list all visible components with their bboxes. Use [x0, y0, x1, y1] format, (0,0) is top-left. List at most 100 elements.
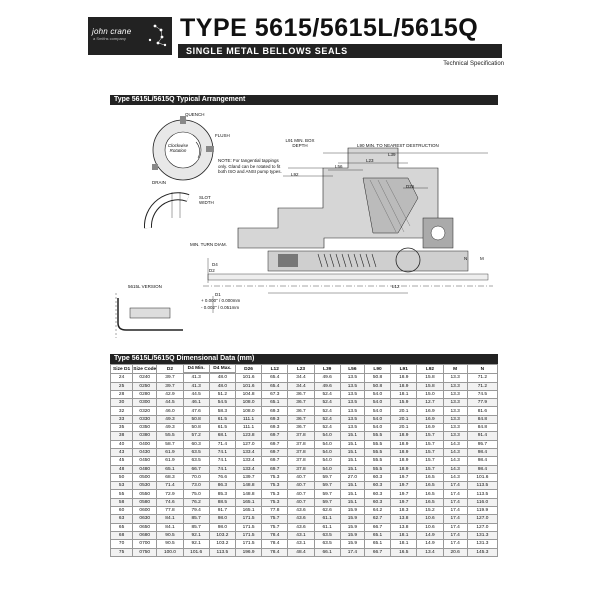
table-cell: 48.0 [208, 381, 236, 391]
table-cell: 98.4 [466, 447, 499, 458]
table-cell: 65.1 [363, 530, 392, 541]
table-cell: 33 [109, 414, 134, 425]
table-cell: 65.4 [261, 373, 289, 383]
table-cell: 43.1 [287, 530, 315, 541]
table-cell: 14.3 [442, 456, 468, 466]
table-cell: 17.4 [442, 506, 468, 516]
table-cell: 50 [109, 472, 134, 483]
table-cell: 75.0 [182, 489, 210, 499]
table-cell: 43.6 [287, 514, 315, 524]
table-cell: 36.7 [287, 389, 315, 400]
table-cell: 77.9 [466, 398, 499, 408]
table-cell: 15.7 [416, 439, 444, 449]
table-cell: 92.1 [182, 530, 210, 541]
table-cell: 49.3 [156, 414, 184, 425]
table-cell: 14.3 [442, 447, 468, 458]
table-cell: 75.3 [261, 497, 289, 508]
table-cell: 14.3 [442, 464, 468, 474]
subtitle-bar [178, 44, 502, 58]
table-cell: 76.6 [208, 472, 236, 483]
table-cell: 46.0 [156, 406, 184, 416]
table-cell: 171.5 [234, 539, 263, 549]
table-cell: 41.3 [182, 373, 210, 383]
table-cell: 13.5 [339, 373, 365, 383]
table-cell: 69.7 [261, 431, 289, 441]
table-cell: 14.9 [416, 530, 444, 541]
table-cell: 58 [109, 497, 134, 508]
table-cell: 40.7 [287, 497, 315, 508]
table-cell: 0550 [132, 489, 158, 499]
table-cell: 62.7 [363, 514, 392, 524]
table-cell: 75.3 [261, 489, 289, 499]
table-cell: 18.9 [390, 456, 418, 466]
table-cell: 13.8 [390, 522, 418, 532]
table-cell: 75.3 [261, 472, 289, 483]
min-turn-diam-label: MIN. TURN DIAM. [190, 242, 227, 247]
seal-cross-section [203, 147, 493, 287]
table-cell: 0500 [132, 472, 158, 483]
table-cell: 43.6 [287, 522, 315, 532]
table-cell: 48.0 [208, 373, 236, 383]
table-cell: 13.3 [442, 414, 468, 425]
col-d4-max: D4 Max. [208, 363, 236, 374]
table-cell: 43.1 [287, 539, 315, 549]
table-cell: 148.8 [234, 481, 263, 491]
table-cell: 15.9 [339, 530, 365, 541]
rotation-label: Clockwise Rotation [167, 143, 189, 153]
table-cell: 98.4 [466, 456, 499, 466]
table-cell: 18.9 [390, 439, 418, 449]
table-cell: 36.7 [287, 406, 315, 416]
table-cell: 55.5 [363, 456, 392, 466]
table-cell: 10.6 [416, 522, 444, 532]
table-cell: 171.5 [234, 522, 263, 532]
table-cell: 17.4 [442, 539, 468, 549]
table-cell: 32 [109, 406, 134, 416]
table-cell: 15.7 [416, 456, 444, 466]
table-cell: 50.8 [363, 381, 392, 391]
table-cell: 13.8 [390, 514, 418, 524]
table-cell: 90.5 [156, 530, 184, 541]
table-cell: 17.4 [442, 530, 468, 541]
gland-end-view [152, 116, 214, 181]
table-cell: 51.2 [208, 389, 236, 400]
table-cell: 16.5 [416, 481, 444, 491]
table-cell: 0280 [132, 389, 158, 400]
brand-logo [88, 17, 172, 55]
table-cell: 55.5 [363, 439, 392, 449]
table-cell: 13.3 [442, 398, 468, 408]
l90-label: L90 MIN. TO NEAREST DESTRUCTION [357, 143, 439, 148]
table-cell: 57.2 [182, 431, 210, 441]
table-cell: 28 [109, 389, 134, 400]
table-cell: 13.3 [442, 389, 468, 400]
table-cell: 24 [109, 373, 134, 383]
table-cell: 65 [109, 522, 134, 532]
table-cell: 54.0 [363, 423, 392, 433]
table-cell: 61.9 [156, 447, 184, 458]
table-cell: 55 [109, 489, 134, 499]
table-cell: 54.0 [313, 439, 341, 449]
table-cell: 91.4 [466, 431, 499, 441]
table-cell: 0450 [132, 456, 158, 466]
table-cell: 0350 [132, 423, 158, 433]
table-cell: 19.7 [390, 497, 418, 508]
table-cell: 133.4 [234, 447, 263, 458]
table-cell: 131.3 [466, 530, 499, 541]
table-cell: 66.7 [363, 547, 392, 557]
table-cell: 37.8 [287, 439, 315, 449]
table-cell: 98.4 [466, 464, 499, 474]
table-cell: 101.6 [182, 547, 210, 557]
table-cell: 41.3 [182, 381, 210, 391]
table-cell: 69.7 [261, 447, 289, 458]
table-cell: 19.7 [390, 472, 418, 483]
